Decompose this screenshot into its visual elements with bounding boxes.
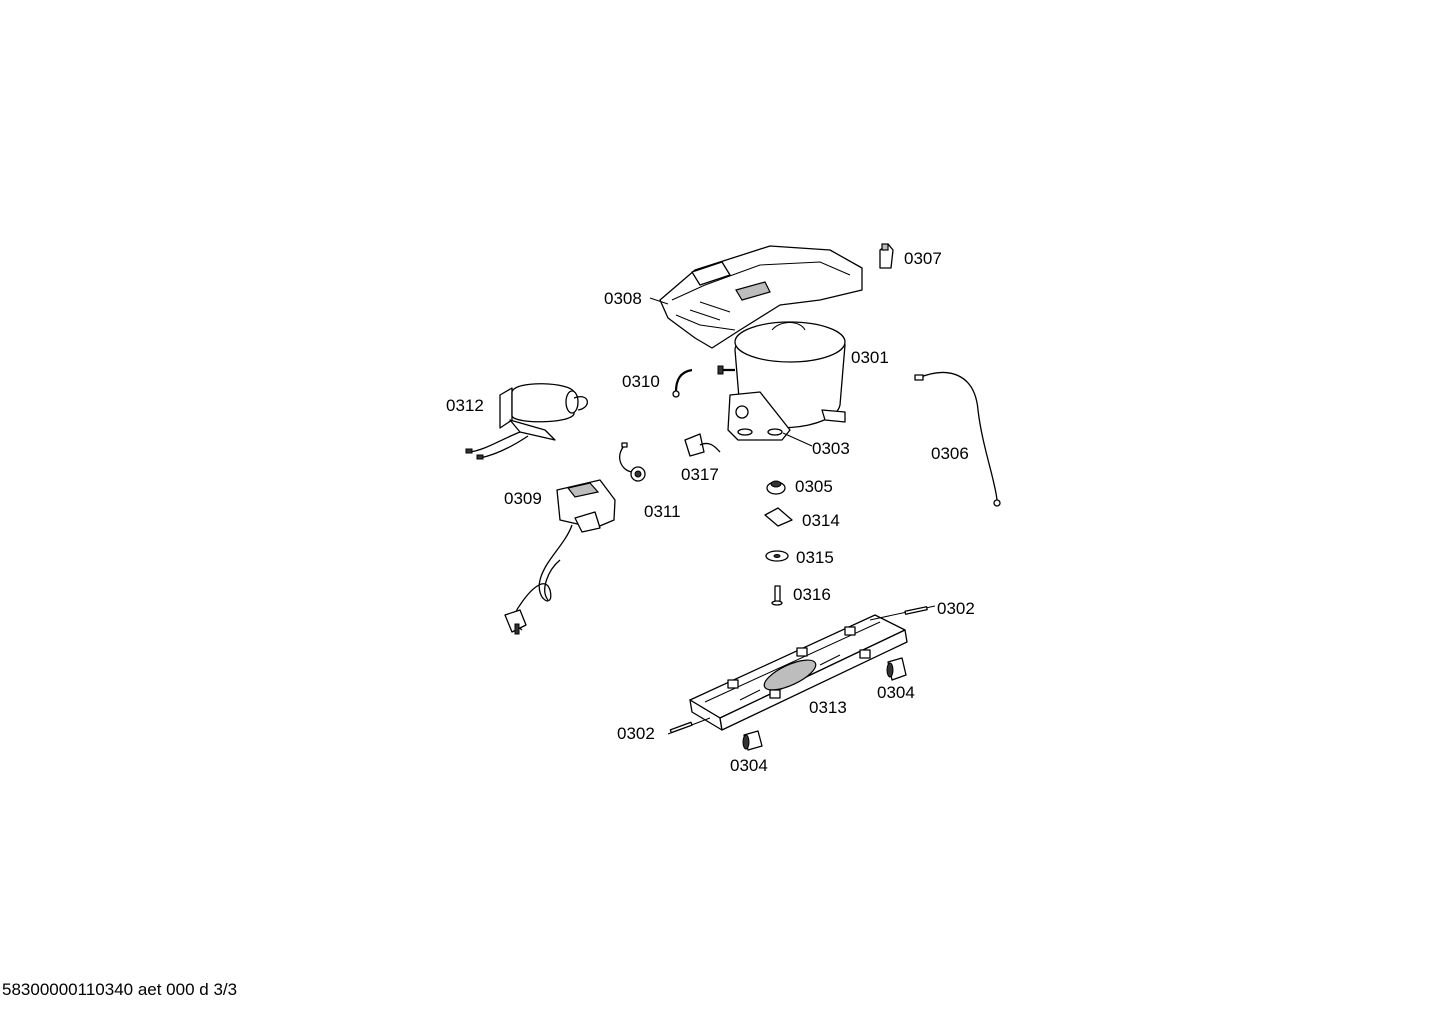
label-0315: 0315 [796, 548, 834, 567]
tube-part-0310 [672, 368, 693, 398]
clip-part-0317 [684, 433, 721, 457]
frame-part-0313 [689, 614, 908, 731]
wire-part-0306 [914, 371, 1001, 507]
label-0308: 0308 [604, 289, 642, 308]
pin-part-0302-left [667, 717, 711, 735]
grommet-part-0311 [619, 442, 646, 482]
label-0304-left: 0304 [730, 756, 768, 775]
label-0311: 0311 [644, 502, 681, 521]
document-footer: 58300000110340 aet 000 d 3/3 [2, 980, 238, 999]
bracket-part-0314 [764, 507, 793, 527]
compressor-part-0301 [717, 321, 846, 441]
label-0316: 0316 [793, 585, 831, 604]
leader-lines [649, 297, 813, 447]
label-0304-right: 0304 [877, 683, 915, 702]
label-0312: 0312 [446, 396, 484, 415]
capacitor-part-0312 [465, 383, 588, 460]
label-0306: 0306 [931, 444, 969, 463]
washer-part-0315 [765, 550, 789, 562]
grommet-part-0305 [766, 480, 786, 495]
label-0314: 0314 [802, 511, 840, 530]
cap-part-0307 [879, 243, 894, 269]
tray-part-0308 [659, 245, 863, 349]
label-0313: 0313 [809, 698, 847, 717]
label-0302-left: 0302 [617, 724, 655, 743]
label-0317: 0317 [681, 465, 719, 484]
relay-part-0309 [504, 479, 616, 635]
label-0303: 0303 [812, 439, 850, 458]
label-0310: 0310 [622, 372, 660, 391]
label-0307: 0307 [904, 249, 942, 268]
label-0301: 0301 [851, 348, 889, 367]
pin-part-0302-right [869, 605, 936, 621]
label-0302-right: 0302 [937, 599, 975, 618]
label-0305: 0305 [795, 477, 833, 496]
foot-part-0304-left [742, 730, 763, 751]
label-0309: 0309 [504, 489, 542, 508]
foot-part-0304-right [886, 657, 907, 681]
pin-part-0316 [771, 585, 783, 606]
